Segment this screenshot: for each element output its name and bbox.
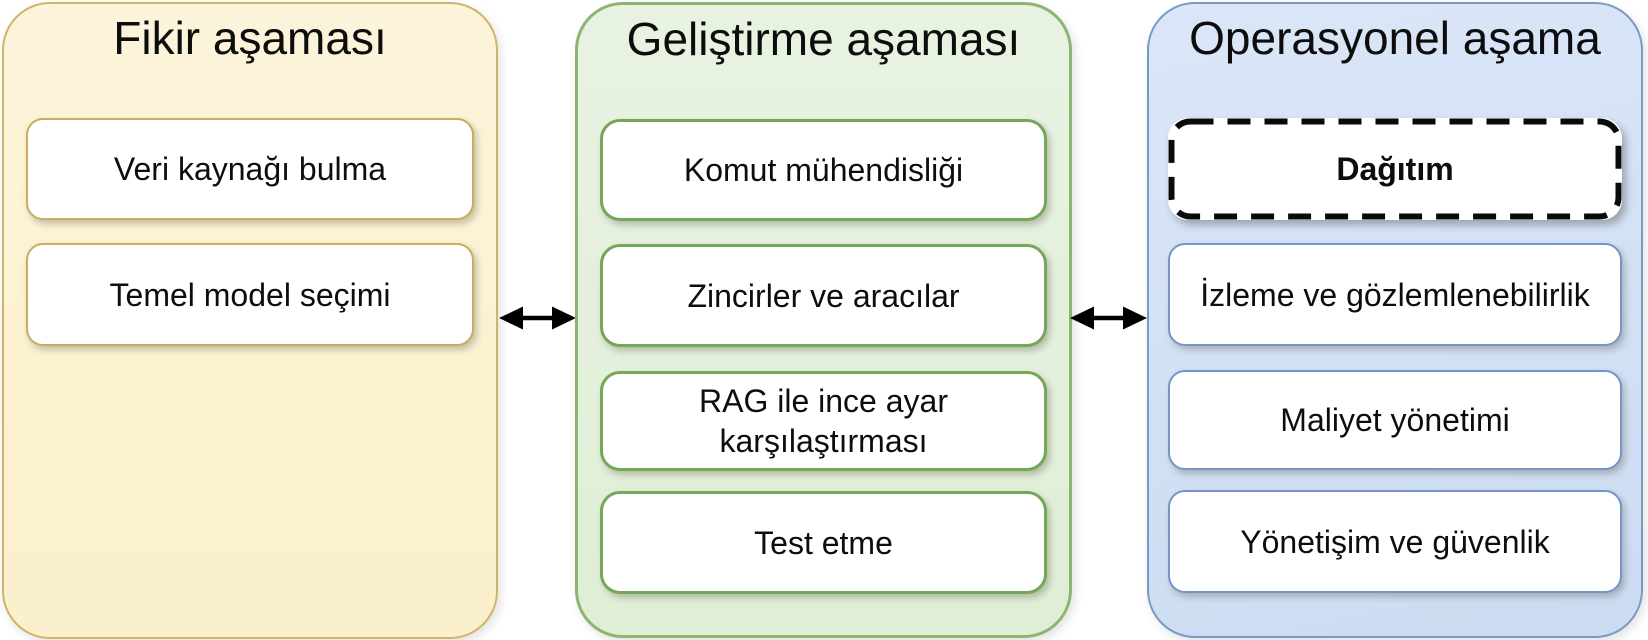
box-test-etme: Test etme	[600, 491, 1047, 594]
panel-development-stage: Geliştirme aşaması Komut mühendisliği Zi…	[575, 2, 1072, 638]
box-label: Maliyet yönetimi	[1280, 402, 1510, 438]
double-arrow-icon	[1070, 306, 1147, 330]
box-label: Zincirler ve aracılar	[687, 277, 960, 314]
box-dagitim: Dağıtım	[1168, 118, 1622, 220]
box-veri-kaynagi-bulma: Veri kaynağı bulma	[26, 118, 474, 220]
panel-operational-stage: Operasyonel aşama Dağıtım İzleme ve gözl…	[1147, 2, 1643, 638]
box-izleme-gozlemlenebilirlik: İzleme ve gözlemlenebilirlik	[1168, 243, 1622, 346]
box-label: Test etme	[754, 524, 893, 561]
idea-stage-title: Fikir aşaması	[113, 12, 387, 64]
box-label: Komut mühendisliği	[683, 152, 964, 188]
development-stage-title: Geliştirme aşaması	[626, 13, 1021, 65]
box-zincirler-ve-aracilar: Zincirler ve aracılar	[600, 244, 1047, 347]
panel-idea-stage: Fikir aşaması Veri kaynağı bulma Temel m…	[2, 2, 498, 639]
box-label: RAG ile ince ayar karşılaştırması	[699, 383, 948, 459]
box-label: Dağıtım	[1336, 151, 1454, 187]
box-yonetisim-guvenlik: Yönetişim ve güvenlik	[1168, 490, 1622, 593]
box-label: Yönetişim ve güvenlik	[1240, 523, 1550, 560]
operational-stage-title: Operasyonel aşama	[1189, 12, 1601, 64]
box-label: İzleme ve gözlemlenebilirlik	[1200, 276, 1590, 313]
box-temel-model-secimi: Temel model seçimi	[26, 243, 474, 346]
double-arrow-icon	[499, 306, 576, 330]
box-maliyet-yonetimi: Maliyet yönetimi	[1168, 370, 1622, 470]
box-label: Temel model seçimi	[109, 276, 391, 313]
box-label: Veri kaynağı bulma	[113, 151, 387, 187]
box-rag-ince-ayar: RAG ile ince ayar karşılaştırması	[600, 371, 1047, 471]
box-komut-muhendisligi: Komut mühendisliği	[600, 119, 1047, 221]
